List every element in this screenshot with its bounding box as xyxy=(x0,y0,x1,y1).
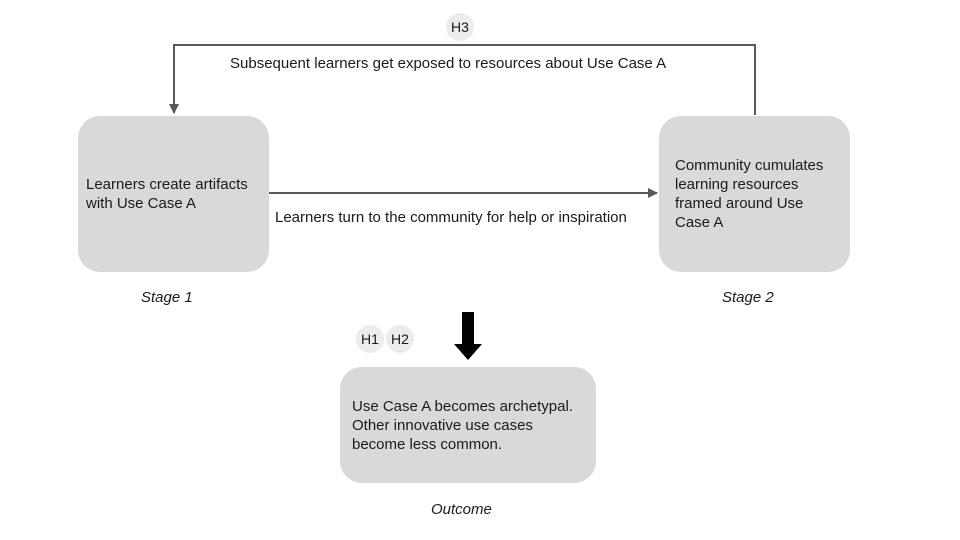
forward-edge-label: Learners turn to the community for help … xyxy=(275,209,627,226)
stage2-box-text: Community cumulates learning resources f… xyxy=(675,157,824,231)
feedback-loop-connector xyxy=(169,44,756,115)
outcome-box-text: Use Case A becomes archetypal. Other inn… xyxy=(352,397,573,453)
stage2-box: Community cumulates learning resources f… xyxy=(659,116,850,272)
outcome-box: Use Case A becomes archetypal. Other inn… xyxy=(340,367,596,483)
hypothesis-badge-h3: H3 xyxy=(446,13,474,41)
stage1-box: Learners create artifacts with Use Case … xyxy=(78,116,269,272)
stage1-box-text: Learners create artifacts with Use Case … xyxy=(86,176,248,212)
hypothesis-badge-h2: H2 xyxy=(386,325,414,353)
stage2-label: Stage 2 xyxy=(722,289,774,306)
down-arrow-icon xyxy=(454,312,482,360)
feedback-edge-label: Subsequent learners get exposed to resou… xyxy=(230,55,667,72)
stage1-label: Stage 1 xyxy=(141,289,193,306)
hypothesis-badge-h1: H1 xyxy=(356,325,384,353)
outcome-label: Outcome xyxy=(431,501,492,518)
